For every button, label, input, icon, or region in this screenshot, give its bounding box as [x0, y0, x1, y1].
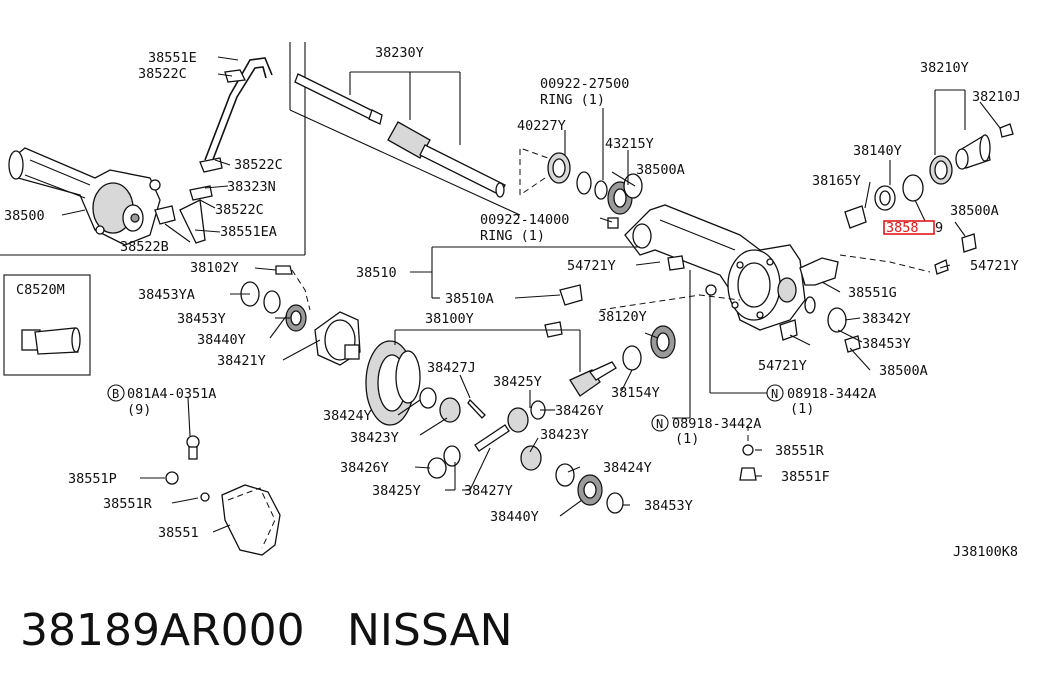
label-38510: 38510	[356, 265, 397, 281]
label-08918-qty-mid: (1)	[675, 431, 699, 447]
caption-brand: NISSAN	[347, 605, 513, 656]
axle-shaft-drawing	[294, 73, 506, 198]
label-ring-1-low: RING (1)	[480, 228, 545, 244]
label-38551: 38551	[158, 525, 199, 541]
label-38424Y-right: 38424Y	[603, 460, 652, 476]
label-ring-1-top: RING (1)	[540, 92, 605, 108]
b-badge-icon	[107, 384, 125, 402]
label-38551P: 38551P	[68, 471, 117, 487]
label-38165Y: 38165Y	[812, 173, 861, 189]
label-43215Y: 43215Y	[605, 136, 654, 152]
label-081A4-0351A: 081A4-0351A	[127, 386, 216, 402]
label-38510A: 38510A	[445, 291, 494, 307]
ring-gear-drawing	[365, 340, 421, 426]
label-38522C-top: 38522C	[138, 66, 187, 82]
label-3858-highlight: 3858	[886, 220, 919, 236]
part-labels: 38551E 38522C 38230Y 00922-27500 RING (1…	[4, 45, 1021, 560]
label-38100Y: 38100Y	[425, 311, 474, 327]
drain-plug-drawing	[739, 425, 757, 481]
breather-hose-drawing	[154, 57, 273, 244]
label-38500A-right: 38500A	[950, 203, 999, 219]
front-axle-assembly-drawing	[8, 147, 161, 246]
n-08918-callout-mid: N 08918-3442A (1)	[651, 414, 761, 447]
label-54721Y-right: 54721Y	[970, 258, 1019, 274]
leader-lines	[61, 56, 1001, 533]
highlighted-part-38589[interactable]: 3858 9	[883, 220, 943, 236]
label-38500: 38500	[4, 208, 45, 224]
label-00922-27500: 00922-27500	[540, 76, 629, 92]
differential-case-drawing	[240, 265, 361, 366]
caption-part-number: 38189AR000	[20, 605, 305, 656]
label-38140Y: 38140Y	[853, 143, 902, 159]
label-38154Y: 38154Y	[611, 385, 660, 401]
label-38551G: 38551G	[848, 285, 897, 301]
label-08918-3442A-mid: 08918-3442A	[672, 416, 761, 432]
label-38102Y: 38102Y	[190, 260, 239, 276]
label-38453Y-low: 38453Y	[644, 498, 693, 514]
label-38427J: 38427J	[427, 360, 476, 376]
label-38425Y-low: 38425Y	[372, 483, 421, 499]
label-38551R-right: 38551R	[775, 443, 825, 459]
label-3858-tail: 9	[935, 220, 943, 236]
n-badge-letter: N	[656, 417, 663, 431]
n-badge-letter: N	[771, 387, 778, 401]
label-54721Y-mid: 54721Y	[567, 258, 616, 274]
label-38210J: 38210J	[972, 89, 1021, 105]
label-38426Y-top: 38426Y	[555, 403, 604, 419]
label-38522B: 38522B	[120, 239, 169, 255]
label-40227Y: 40227Y	[517, 118, 566, 134]
n-08918-callout-right: N 08918-3442A (1)	[766, 384, 876, 417]
label-38342Y: 38342Y	[862, 311, 911, 327]
n-badge-icon	[766, 384, 784, 402]
label-C8520M: C8520M	[16, 282, 65, 298]
pinion-gear-drawing	[569, 325, 676, 397]
label-08918-3442A-right: 08918-3442A	[787, 386, 876, 402]
label-38210Y: 38210Y	[920, 60, 969, 76]
label-38453Y-left: 38453Y	[177, 311, 226, 327]
differential-cover-drawing	[165, 435, 281, 556]
n-badge-icon	[651, 414, 669, 432]
label-38423Y-left: 38423Y	[350, 430, 399, 446]
pinion-mate-gears-drawing	[419, 387, 624, 514]
label-38551R-left: 38551R	[103, 496, 153, 512]
label-00922-14000: 00922-14000	[480, 212, 569, 228]
label-38427Y: 38427Y	[464, 483, 513, 499]
label-38440Y-low: 38440Y	[490, 509, 539, 525]
label-38426Y-low: 38426Y	[340, 460, 389, 476]
label-38522C-low: 38522C	[215, 202, 264, 218]
c8520m-inset	[3, 274, 91, 376]
label-38120Y: 38120Y	[598, 309, 647, 325]
axle-housing-drawing	[624, 204, 839, 331]
label-38500A-top: 38500A	[636, 162, 685, 178]
label-38230Y: 38230Y	[375, 45, 424, 61]
label-38500A-low: 38500A	[879, 363, 928, 379]
label-38440Y-left: 38440Y	[197, 332, 246, 348]
label-38425Y-top: 38425Y	[493, 374, 542, 390]
label-38424Y-left: 38424Y	[323, 408, 372, 424]
label-38453YA: 38453YA	[138, 287, 195, 303]
label-38421Y: 38421Y	[217, 353, 266, 369]
label-38551F: 38551F	[781, 469, 830, 485]
highlight-box	[883, 220, 935, 235]
drawing-code: J38100K8	[953, 544, 1018, 560]
label-38522C-mid: 38522C	[234, 157, 283, 173]
label-38453Y-right: 38453Y	[862, 336, 911, 352]
label-08918-qty-right: (1)	[790, 401, 814, 417]
seal-bearing-set-drawing	[519, 147, 643, 229]
label-38423Y-right: 38423Y	[540, 427, 589, 443]
label-54721Y-low: 54721Y	[758, 358, 807, 374]
label-38323N: 38323N	[227, 179, 276, 195]
label-38551E: 38551E	[148, 50, 197, 66]
b-badge-letter: B	[112, 387, 119, 401]
caption: 38189AR000 NISSAN	[20, 605, 513, 656]
label-38551EA: 38551EA	[220, 224, 277, 240]
label-081A4-qty: (9)	[127, 402, 151, 418]
bolt-081A4-callout: B 081A4-0351A (9)	[107, 384, 216, 418]
